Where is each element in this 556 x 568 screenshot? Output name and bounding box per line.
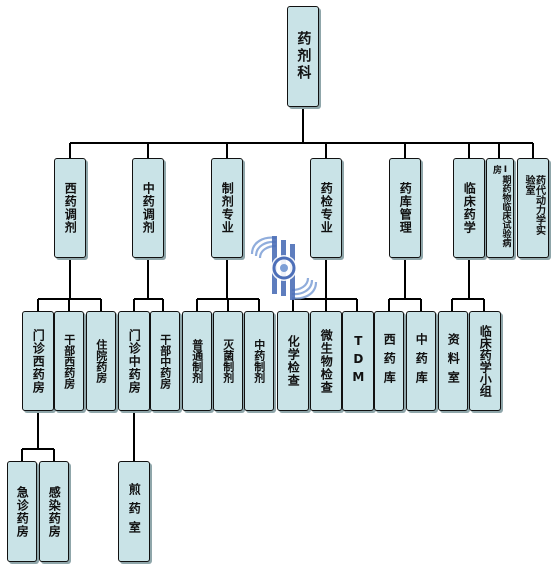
node-label: 中药调剂 bbox=[141, 182, 156, 234]
node-clinical-pharmacy: 临床药学 bbox=[453, 158, 485, 258]
node-chemical-testing: 化学检查 bbox=[277, 311, 309, 411]
node-label: 普通制剂 bbox=[190, 339, 204, 383]
node-tcm-preparations: 中药制剂 bbox=[244, 311, 274, 411]
node-general-preparations: 普通制剂 bbox=[182, 311, 212, 411]
node-label: 灭菌制剂 bbox=[221, 339, 235, 383]
node-preparation-specialty: 制剂专业 bbox=[211, 158, 243, 258]
node-label: 干部西药房 bbox=[62, 333, 76, 389]
node-pharmacy-department: 药剂科 bbox=[287, 6, 319, 107]
node-sterile-preparations: 灭菌制剂 bbox=[213, 311, 243, 411]
node-label: 中药制剂 bbox=[252, 339, 266, 383]
node-label: 干部中药房 bbox=[158, 333, 172, 389]
node-label: 急诊药房 bbox=[15, 485, 30, 538]
node-pharmacokinetics-lab: 药代动力学实验室 bbox=[517, 158, 549, 258]
node-microbiology-testing: 微生物检查 bbox=[310, 311, 342, 411]
node-label: 资料室 bbox=[446, 332, 461, 390]
node-inpatient-pharmacy: 住院药房 bbox=[86, 311, 116, 411]
node-infection-pharmacy: 感染药房 bbox=[39, 461, 69, 562]
node-label: 微生物检查 bbox=[319, 328, 334, 394]
node-label: 化学检查 bbox=[286, 335, 301, 387]
node-label: 药剂科 bbox=[295, 31, 312, 82]
node-warehouse-management: 药库管理 bbox=[389, 158, 421, 258]
hospital-logo-watermark-icon bbox=[250, 236, 318, 300]
node-decoction-room: 煎药室 bbox=[118, 461, 150, 562]
node-chinese-medicine-warehouse: 中药库 bbox=[406, 311, 436, 411]
node-label: 临床药学小组 bbox=[478, 325, 493, 397]
node-emergency-pharmacy: 急诊药房 bbox=[7, 461, 37, 562]
node-label: 门诊中药房 bbox=[127, 328, 142, 394]
node-cadre-western-pharmacy: 干部西药房 bbox=[54, 311, 84, 411]
node-western-medicine-warehouse: 西药库 bbox=[374, 311, 404, 411]
node-reference-room: 资料室 bbox=[438, 311, 468, 411]
node-label: 感染药房 bbox=[47, 485, 62, 538]
node-label: TDM bbox=[351, 334, 366, 388]
node-drug-testing-specialty: 药检专业 bbox=[310, 158, 342, 258]
node-label: 煎药室 bbox=[127, 483, 142, 540]
node-label: 门诊西药房 bbox=[31, 328, 46, 394]
node-clinical-pharmacy-team: 临床药学小组 bbox=[469, 311, 501, 411]
node-label: 中药库 bbox=[414, 332, 429, 390]
node-cadre-chinese-pharmacy: 干部中药房 bbox=[150, 311, 180, 411]
node-chinese-dispensing: 中药调剂 bbox=[132, 158, 164, 258]
node-label: 临床药学 bbox=[462, 182, 477, 234]
node-label: 住院药房 bbox=[94, 339, 108, 383]
node-label: 药库管理 bbox=[398, 182, 413, 234]
node-outpatient-chinese-pharmacy: 门诊中药房 bbox=[118, 311, 150, 411]
node-label: 西药库 bbox=[382, 332, 397, 390]
node-outpatient-western-pharmacy: 门诊西药房 bbox=[22, 311, 54, 411]
node-label: 药检专业 bbox=[319, 182, 334, 234]
node-tdm: TDM bbox=[342, 311, 374, 411]
node-label: 西药调剂 bbox=[63, 182, 78, 234]
node-phase1-clinical-ward: Ⅰ期药物临床试验病房 bbox=[486, 158, 514, 258]
node-western-dispensing: 西药调剂 bbox=[54, 158, 86, 258]
node-label: Ⅰ期药物临床试验病房 bbox=[491, 165, 511, 247]
node-label: 制剂专业 bbox=[220, 182, 235, 234]
node-label: 药代动力学实验室 bbox=[523, 175, 545, 235]
